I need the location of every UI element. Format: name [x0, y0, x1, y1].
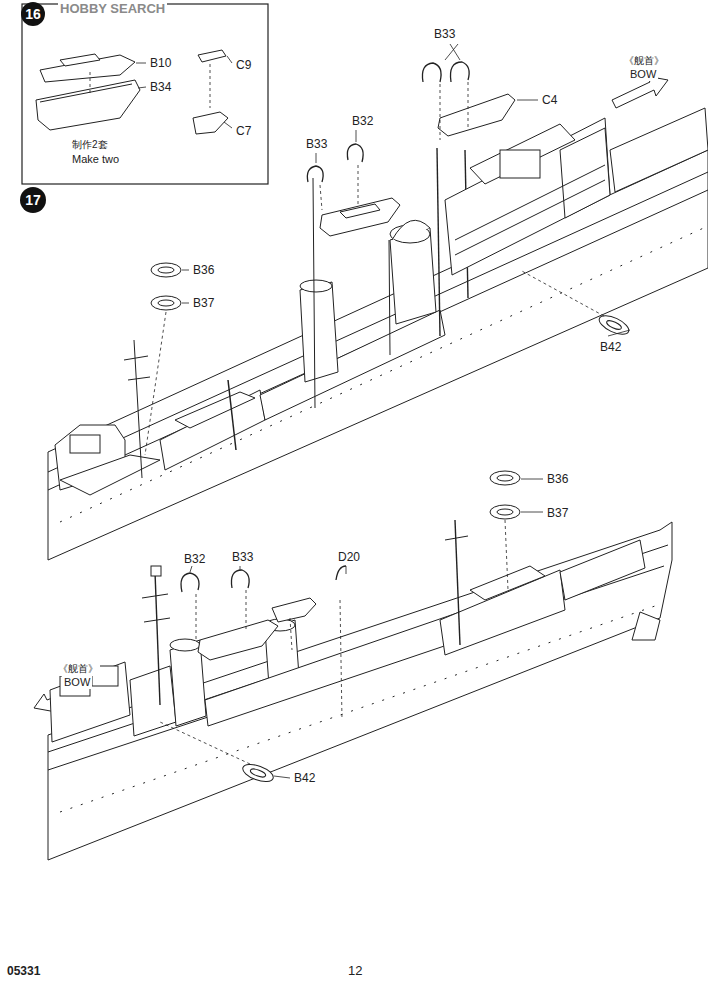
- part-number: C9: [234, 58, 253, 72]
- step-number-text: 17: [25, 192, 41, 208]
- part-number: B37: [191, 296, 216, 310]
- part-number: B42: [292, 771, 317, 785]
- part-number: B33: [230, 550, 255, 564]
- part-number: B10: [148, 56, 173, 70]
- direction-label: BOW: [62, 675, 92, 689]
- direction-label: 《舰首》: [622, 54, 666, 68]
- note: 制作2套: [70, 138, 110, 152]
- step-number-text: 16: [25, 6, 41, 22]
- part-number: B34: [148, 80, 173, 94]
- kit-number: 05331: [5, 964, 42, 978]
- part-number: C7: [234, 124, 253, 138]
- part-number: D20: [336, 550, 362, 564]
- part-number: B42: [598, 340, 623, 354]
- part-number: C4: [540, 93, 559, 107]
- step-number: 16: [21, 2, 45, 26]
- part-number: B33: [432, 27, 457, 41]
- part-number: B32: [350, 114, 375, 128]
- part-number: B32: [182, 552, 207, 566]
- direction-label: 《舰首》: [56, 662, 100, 676]
- part-number: B37: [545, 506, 570, 520]
- part-number: B33: [304, 137, 329, 151]
- note: Make two: [70, 152, 121, 166]
- direction-label: BOW: [628, 67, 658, 81]
- part-number: B36: [191, 263, 216, 277]
- page-number: 12: [346, 964, 364, 978]
- step-number: 17: [20, 187, 46, 213]
- watermark: HOBBY SEARCH: [58, 2, 167, 16]
- part-number: B36: [545, 472, 570, 486]
